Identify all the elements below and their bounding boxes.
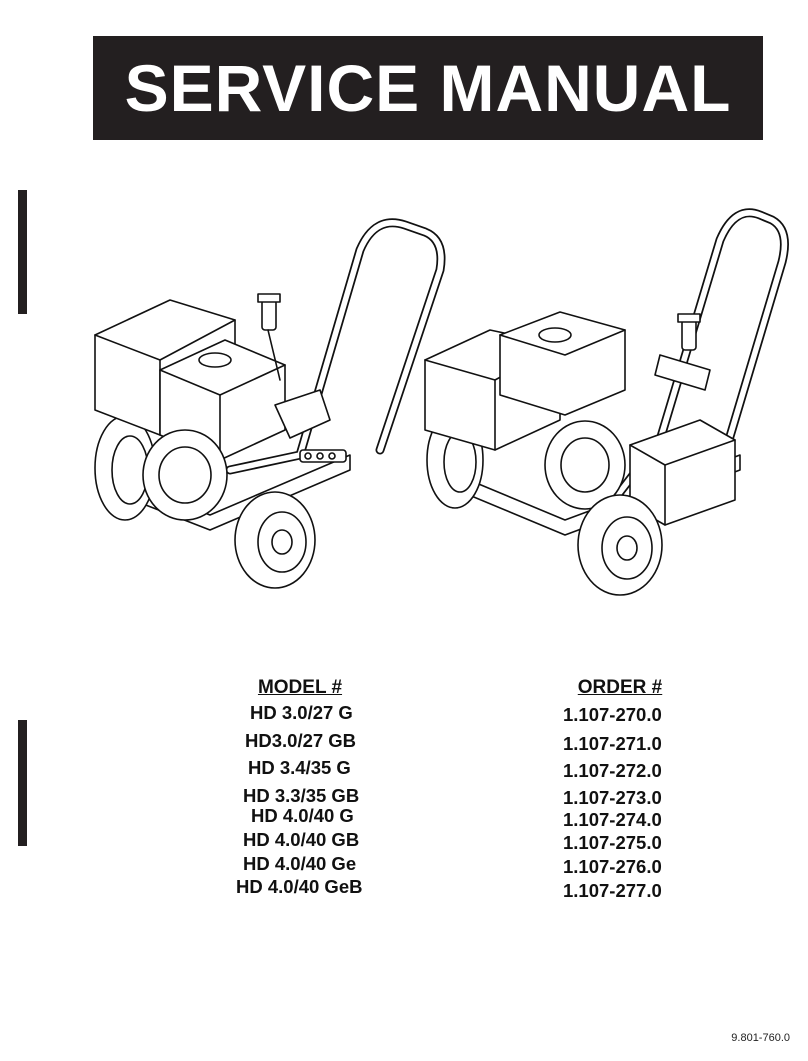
order-cell: 1.107-276.0	[563, 856, 662, 877]
order-cell: 1.107-271.0	[563, 733, 662, 754]
side-marker-top	[18, 190, 27, 314]
page-title: SERVICE MANUAL	[124, 51, 732, 125]
side-marker-bottom	[18, 720, 27, 846]
order-cell: 1.107-275.0	[563, 832, 662, 853]
pressure-washer-illustration	[94, 208, 789, 596]
order-cell: 1.107-277.0	[563, 880, 662, 901]
model-cell: HD 4.0/40 G	[251, 805, 354, 826]
model-cell: HD 4.0/40 GB	[243, 829, 360, 850]
document-number: 9.801-760.0	[731, 1032, 790, 1044]
model-column-header-wrap: MODEL #	[200, 676, 400, 702]
order-cell: 1.107-272.0	[563, 760, 662, 781]
order-cell: 1.107-270.0	[563, 704, 662, 725]
model-cell: HD 4.0/40 GeB	[236, 876, 363, 897]
washer-left-illustration	[94, 218, 446, 589]
model-cell: HD 4.0/40 Ge	[243, 853, 357, 874]
model-cell: HD 3.4/35 G	[248, 757, 351, 778]
model-cell: HD 3.0/27 G	[250, 702, 353, 723]
order-column-header: ORDER #	[577, 677, 663, 698]
order-column-header-wrap: ORDER #	[520, 676, 720, 702]
model-cell: HD 3.3/35 GB	[243, 785, 360, 806]
title-banner: SERVICE MANUAL	[93, 36, 763, 140]
washer-right-illustration	[424, 208, 789, 596]
order-cell: 1.107-274.0	[563, 809, 662, 830]
model-column-header: MODEL #	[257, 677, 343, 698]
order-cell: 1.107-273.0	[563, 787, 662, 808]
model-cell: HD3.0/27 GB	[245, 730, 357, 751]
